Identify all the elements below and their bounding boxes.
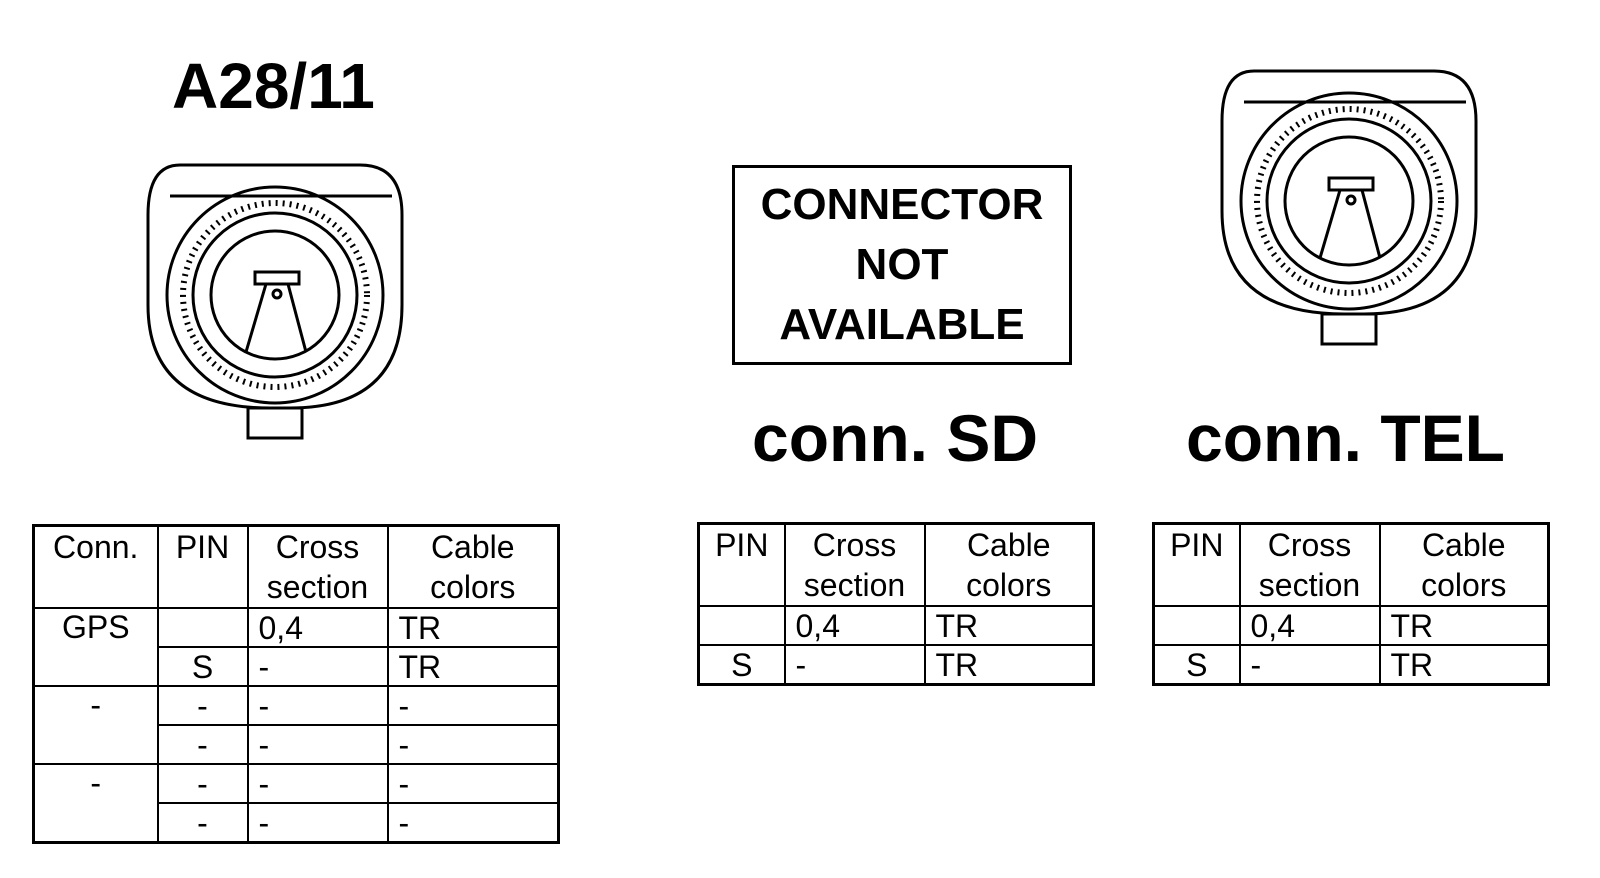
header-conn: Conn.	[32, 524, 159, 609]
pin-cell: -	[156, 763, 249, 804]
connector-title-a28: A28/11	[172, 50, 375, 122]
pin-cell	[156, 607, 249, 648]
color-cell: TR	[386, 607, 560, 648]
pin-cell: S	[697, 644, 786, 686]
color-cell: TR	[923, 644, 1095, 686]
connector-not-available-box: CONNECTOR NOT AVAILABLE	[732, 165, 1072, 365]
section-cell: 0,4	[783, 605, 926, 646]
table-row: S - TR	[1152, 644, 1550, 686]
header-pin: PIN	[697, 522, 786, 607]
color-cell: TR	[923, 605, 1095, 646]
coax-connector-icon-tel	[1220, 69, 1478, 346]
table-row: - - -	[34, 724, 560, 765]
section-cell: -	[783, 644, 926, 686]
connector-title-tel: conn. TEL	[1186, 401, 1505, 475]
header-pin: PIN	[1152, 522, 1241, 607]
pin-cell	[697, 605, 786, 646]
table-row: GPS 0,4 TR	[32, 607, 560, 687]
color-cell: -	[386, 685, 560, 726]
section-cell: -	[246, 763, 389, 804]
conn-cell: -	[32, 763, 159, 844]
not-available-line-1: CONNECTOR	[760, 180, 1044, 229]
section-cell: -	[246, 802, 389, 844]
table-row: S - TR	[697, 644, 1095, 686]
pin-cell: S	[1152, 644, 1241, 686]
table-row: - - -	[34, 802, 560, 844]
color-cell: -	[386, 763, 560, 804]
color-cell: TR	[1378, 605, 1550, 646]
section-cell: -	[246, 685, 389, 726]
conn-cell: GPS	[32, 607, 159, 687]
pin-cell: S	[156, 646, 249, 687]
not-available-line-3: AVAILABLE	[779, 300, 1025, 349]
pin-cell: -	[156, 802, 249, 844]
section-cell: -	[246, 724, 389, 765]
color-cell: -	[386, 802, 560, 844]
not-available-line-2: NOT	[855, 240, 949, 289]
table-row: - - - -	[32, 685, 560, 765]
section-cell: 0,4	[246, 607, 389, 648]
color-cell: -	[386, 724, 560, 765]
coax-connector-icon-a28	[146, 163, 404, 440]
color-cell: TR	[386, 646, 560, 687]
color-cell: TR	[1378, 644, 1550, 686]
header-pin: PIN	[156, 524, 249, 609]
pin-cell	[1152, 605, 1241, 646]
section-cell: 0,4	[1238, 605, 1381, 646]
pin-cell: -	[156, 685, 249, 726]
section-cell: -	[1238, 644, 1381, 686]
table-row: 0,4 TR	[697, 605, 1095, 646]
connector-title-sd: conn. SD	[752, 401, 1039, 475]
table-row: S - TR	[34, 646, 560, 687]
conn-cell: -	[32, 685, 159, 765]
table-row: - - - -	[32, 763, 560, 844]
table-row: 0,4 TR	[1152, 605, 1550, 646]
section-cell: -	[246, 646, 389, 687]
pin-cell: -	[156, 724, 249, 765]
